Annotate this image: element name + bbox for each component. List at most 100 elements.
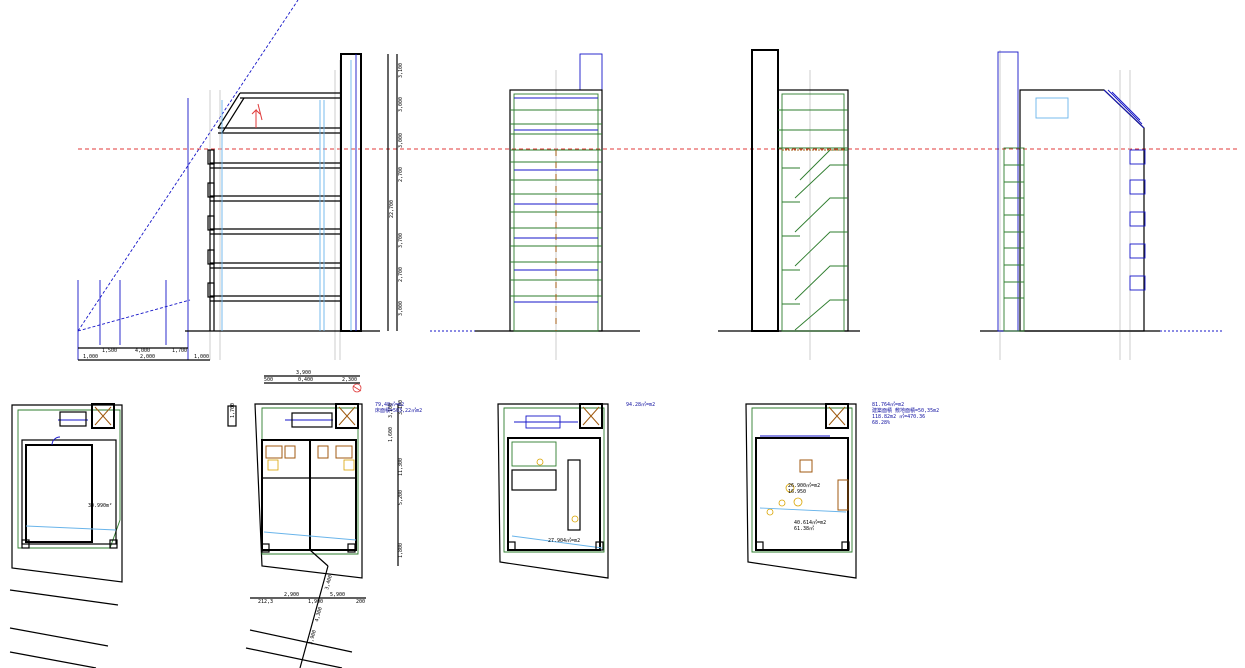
- stair: [291, 412, 333, 428]
- dim-label: 3,700: [398, 233, 404, 248]
- column: [595, 541, 604, 551]
- window-box: [1129, 275, 1146, 291]
- core-outline: [997, 51, 1019, 332]
- north-arrow-icon: [352, 383, 362, 393]
- floor-plan-2: 3,900 0,400 2,300 500 1,700 3,100 1,600 …: [227, 370, 422, 668]
- roof-slab: [240, 92, 341, 99]
- elevator-box: [91, 403, 115, 429]
- balcony-lines: [1004, 164, 1024, 299]
- dim-label: 1,900: [308, 599, 323, 605]
- rear-elevation: [980, 50, 1222, 360]
- dim-label: 2,000: [140, 354, 155, 360]
- table-chair: [778, 499, 786, 507]
- dim-label: 3,000: [398, 97, 404, 112]
- balcony-rail: [207, 282, 215, 298]
- room: [511, 469, 557, 491]
- site-boundary: [497, 403, 609, 579]
- site-boundary: [745, 403, 857, 579]
- fixture: [536, 458, 544, 466]
- glazing-line: [759, 507, 847, 513]
- dim-label: 2,700: [398, 167, 404, 182]
- plan-outline: [503, 407, 605, 553]
- fixture: [571, 515, 579, 523]
- balcony-stack: [1003, 147, 1025, 332]
- dim-label: 3,900: [296, 370, 311, 376]
- column: [841, 541, 850, 551]
- dim-label: 22,700: [389, 200, 395, 218]
- dim-label: 1,800: [398, 543, 404, 558]
- fixture: [267, 459, 279, 471]
- facade-outline: [777, 89, 849, 332]
- road-lines: [245, 629, 353, 668]
- dim-label: 2,300: [342, 377, 357, 383]
- floor-plan-1: 30.990m²: [9, 403, 123, 668]
- dim-label: 0,400: [298, 377, 313, 383]
- elevator-cross-icon: [94, 406, 112, 426]
- table-chair: [766, 508, 774, 516]
- elevator-cross-icon: [582, 406, 600, 426]
- dim-label: 3,400: [324, 574, 334, 590]
- dim-leader: [309, 549, 329, 567]
- dim-label: 3,900: [308, 629, 318, 645]
- area-label: 94.28㎡=m2: [626, 401, 655, 408]
- elevator-box: [579, 403, 603, 429]
- main-room-wall: [25, 444, 93, 543]
- dim-label: 200: [356, 599, 365, 605]
- site-boundary: [254, 403, 363, 579]
- dim-leader-diagonal: [299, 565, 329, 668]
- window-box: [1129, 243, 1146, 259]
- elevator-cross-icon: [828, 406, 846, 426]
- column: [261, 543, 270, 553]
- dim-label: 1,600: [388, 427, 394, 442]
- dim-label: 4,300: [314, 606, 324, 622]
- dim-label: 3,100: [388, 403, 394, 418]
- column: [755, 541, 764, 551]
- dim-label: 500: [264, 377, 273, 383]
- table-chair: [785, 483, 795, 493]
- dim-label: 4,000: [135, 348, 150, 354]
- dim-label: 3,100: [398, 63, 404, 78]
- main-room: [21, 439, 117, 545]
- balcony-rail: [207, 149, 215, 165]
- landing-lines: [782, 167, 800, 305]
- room: [511, 441, 557, 467]
- sink: [284, 445, 296, 459]
- floor-slab: [210, 162, 341, 169]
- table-chair: [793, 497, 803, 507]
- elevator-box: [825, 403, 849, 429]
- sink: [317, 445, 329, 459]
- kitchen: [837, 479, 849, 511]
- front-wall: [209, 150, 215, 331]
- front-elevation: [430, 53, 640, 360]
- road-lines: [9, 589, 119, 668]
- core-wall: [751, 49, 779, 332]
- facade-inner: [781, 93, 845, 332]
- floor-slab: [210, 228, 341, 235]
- stair: [59, 411, 87, 427]
- door-swing: [51, 436, 61, 446]
- balcony-rail: [207, 182, 215, 198]
- dim-label: 5,900: [330, 592, 345, 598]
- floor-plan-3: 27.904㎡=m2 94.28㎡=m2: [497, 401, 655, 579]
- dim-label: 2,700: [398, 267, 404, 282]
- column: [347, 543, 356, 553]
- dim-label: 1,700: [172, 348, 187, 354]
- floor-slab: [210, 295, 341, 302]
- dim-label: 1,000: [194, 354, 209, 360]
- column: [109, 539, 118, 549]
- dim-label: 2,900: [284, 592, 299, 598]
- dim-label: 11,300: [398, 458, 404, 476]
- dim-label: 3,100: [398, 400, 404, 415]
- roof-window: [1035, 97, 1069, 119]
- stair: [525, 415, 561, 429]
- column: [21, 539, 30, 549]
- column: [507, 541, 516, 551]
- window-box: [1129, 211, 1146, 227]
- dim-label: 1,700: [230, 403, 236, 418]
